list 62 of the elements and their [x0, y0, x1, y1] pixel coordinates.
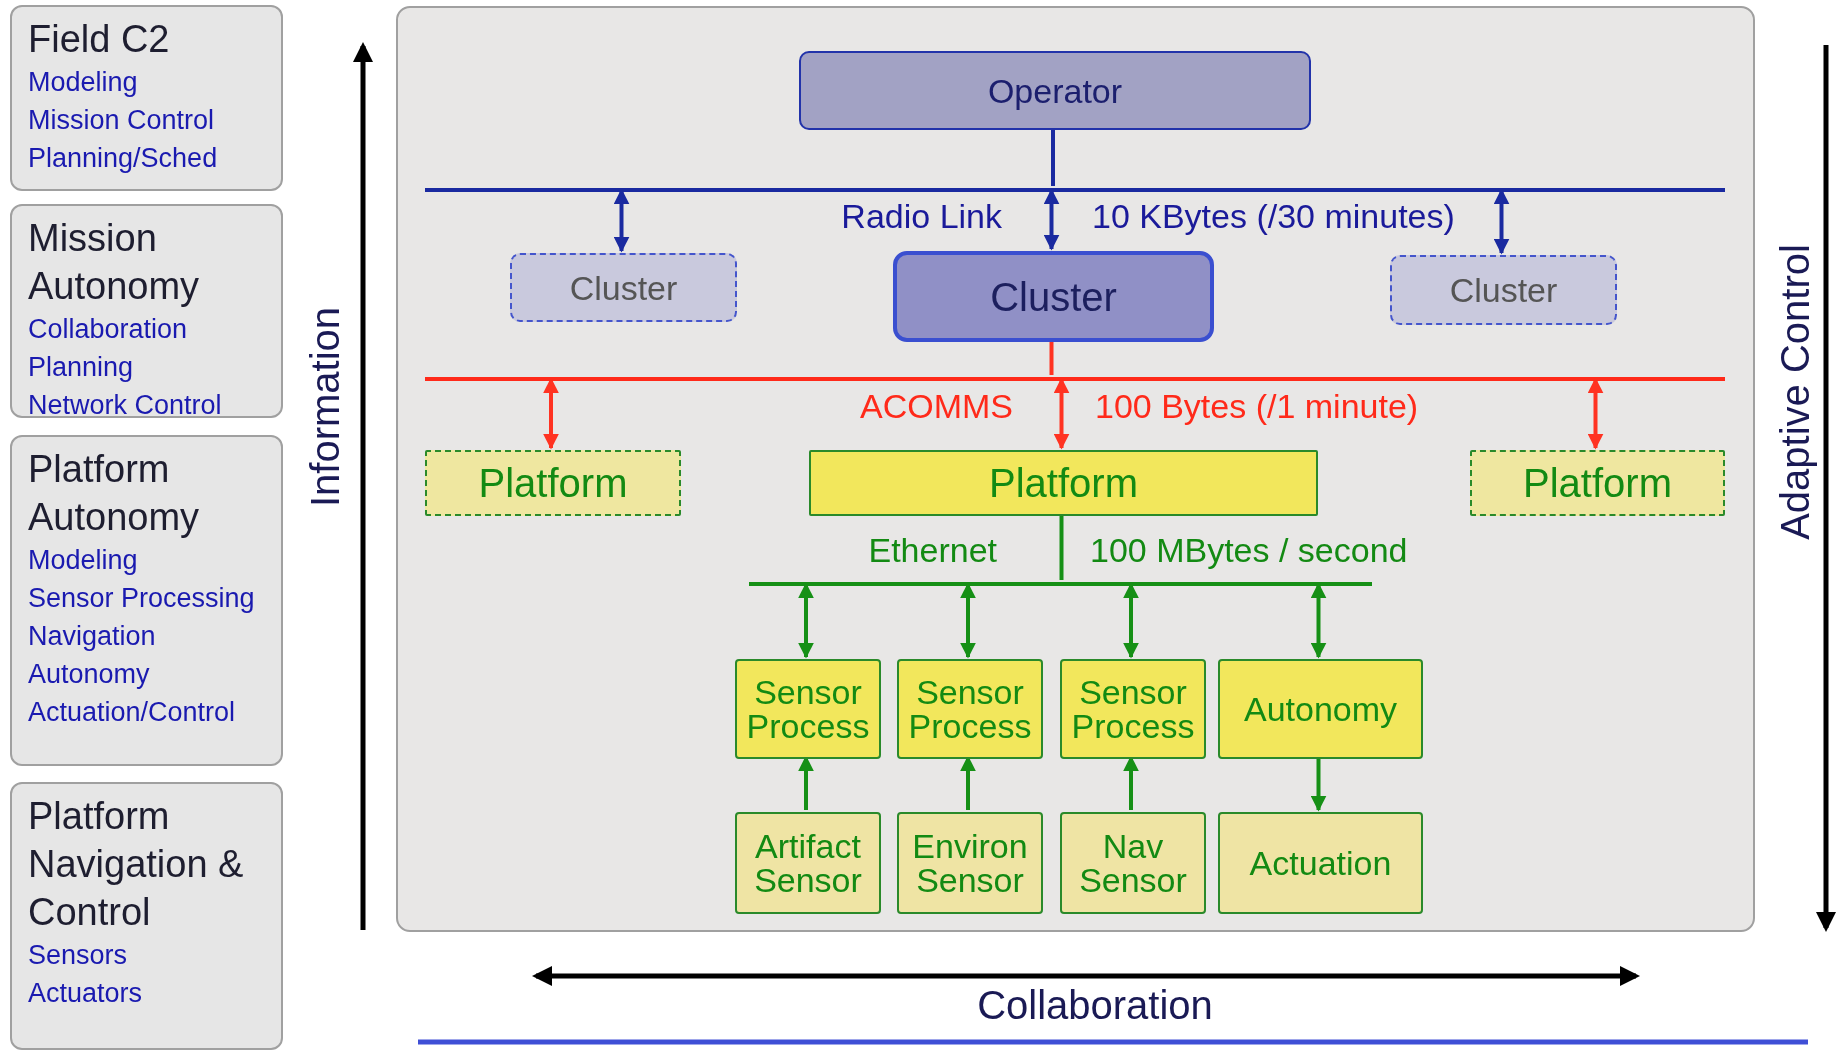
operator-box [799, 51, 1311, 130]
panel-heading: Field C2 [28, 17, 170, 62]
node-label: Operator [987, 73, 1123, 108]
cluster-box [510, 253, 737, 322]
architecture-panel [396, 6, 1755, 932]
component-box [735, 812, 881, 914]
node-label: Autonomy [1243, 692, 1398, 726]
node-label: Platform [989, 463, 1138, 503]
cluster-box [893, 251, 1214, 342]
layer-panel [10, 782, 283, 1050]
node-label: Sensor Process [1070, 675, 1196, 743]
panel-item: Sensors [28, 939, 128, 972]
panel-item: Collaboration [28, 313, 188, 346]
link-label: ACOMMS [860, 386, 1013, 426]
panel-item: Mission Control [28, 104, 215, 137]
node-label: Sensor Process [907, 675, 1033, 743]
panel-item: Network Control [28, 389, 222, 422]
cluster-box [1390, 255, 1617, 325]
layer-panel [10, 5, 283, 191]
node-label: Nav Sensor [1078, 829, 1188, 897]
node-label: Cluster [990, 276, 1117, 317]
panel-heading: Platform Autonomy [28, 447, 201, 540]
node-label: Cluster [569, 270, 678, 305]
panel-item: Autonomy [28, 658, 150, 691]
node-label: Artifact Sensor [753, 829, 863, 897]
process-box [1218, 659, 1423, 759]
panel-item: Actuators [28, 977, 143, 1010]
node-label: Environ Sensor [911, 829, 1029, 897]
node-label: Actuation [1249, 846, 1392, 880]
link-label: 100 Bytes (/1 minute) [1095, 386, 1419, 426]
node-label: Platform [478, 463, 628, 503]
link-label: 10 KBytes (/30 minutes) [1092, 196, 1455, 236]
layer-panel [10, 204, 283, 418]
component-box [1060, 812, 1206, 914]
connector-arrow [1310, 757, 1327, 812]
process-box [735, 659, 881, 759]
process-box [1060, 659, 1206, 759]
component-box [1218, 812, 1423, 914]
layer-panel [10, 435, 283, 766]
link-label: Ethernet [868, 530, 997, 570]
axis-label: Collaboration [977, 983, 1213, 1027]
panel-item: Modeling [28, 66, 138, 99]
node-label: Sensor Process [745, 675, 871, 743]
process-box [897, 659, 1043, 759]
platform-box [425, 450, 681, 516]
platform-box [1470, 450, 1725, 516]
panel-item: Modeling [28, 544, 138, 577]
axis-label: Information [303, 306, 347, 508]
panel-item: Planning [28, 351, 134, 384]
panel-heading: Platform Navigation & Control [28, 794, 245, 935]
platform-box [809, 450, 1318, 516]
panel-item: Navigation [28, 620, 156, 653]
node-label: Cluster [1449, 273, 1558, 307]
panel-item: Sensor Processing [28, 582, 255, 615]
component-box [897, 812, 1043, 914]
link-label: Radio Link [841, 196, 1002, 236]
link-label: 100 MBytes / second [1090, 530, 1408, 570]
axis-label: Adaptive Control [1773, 244, 1817, 540]
panel-item: Actuation/Control [28, 696, 236, 729]
node-label: Platform [1523, 463, 1672, 503]
panel-heading: Mission Autonomy [28, 216, 201, 309]
panel-item: Planning/Sched [28, 142, 218, 175]
